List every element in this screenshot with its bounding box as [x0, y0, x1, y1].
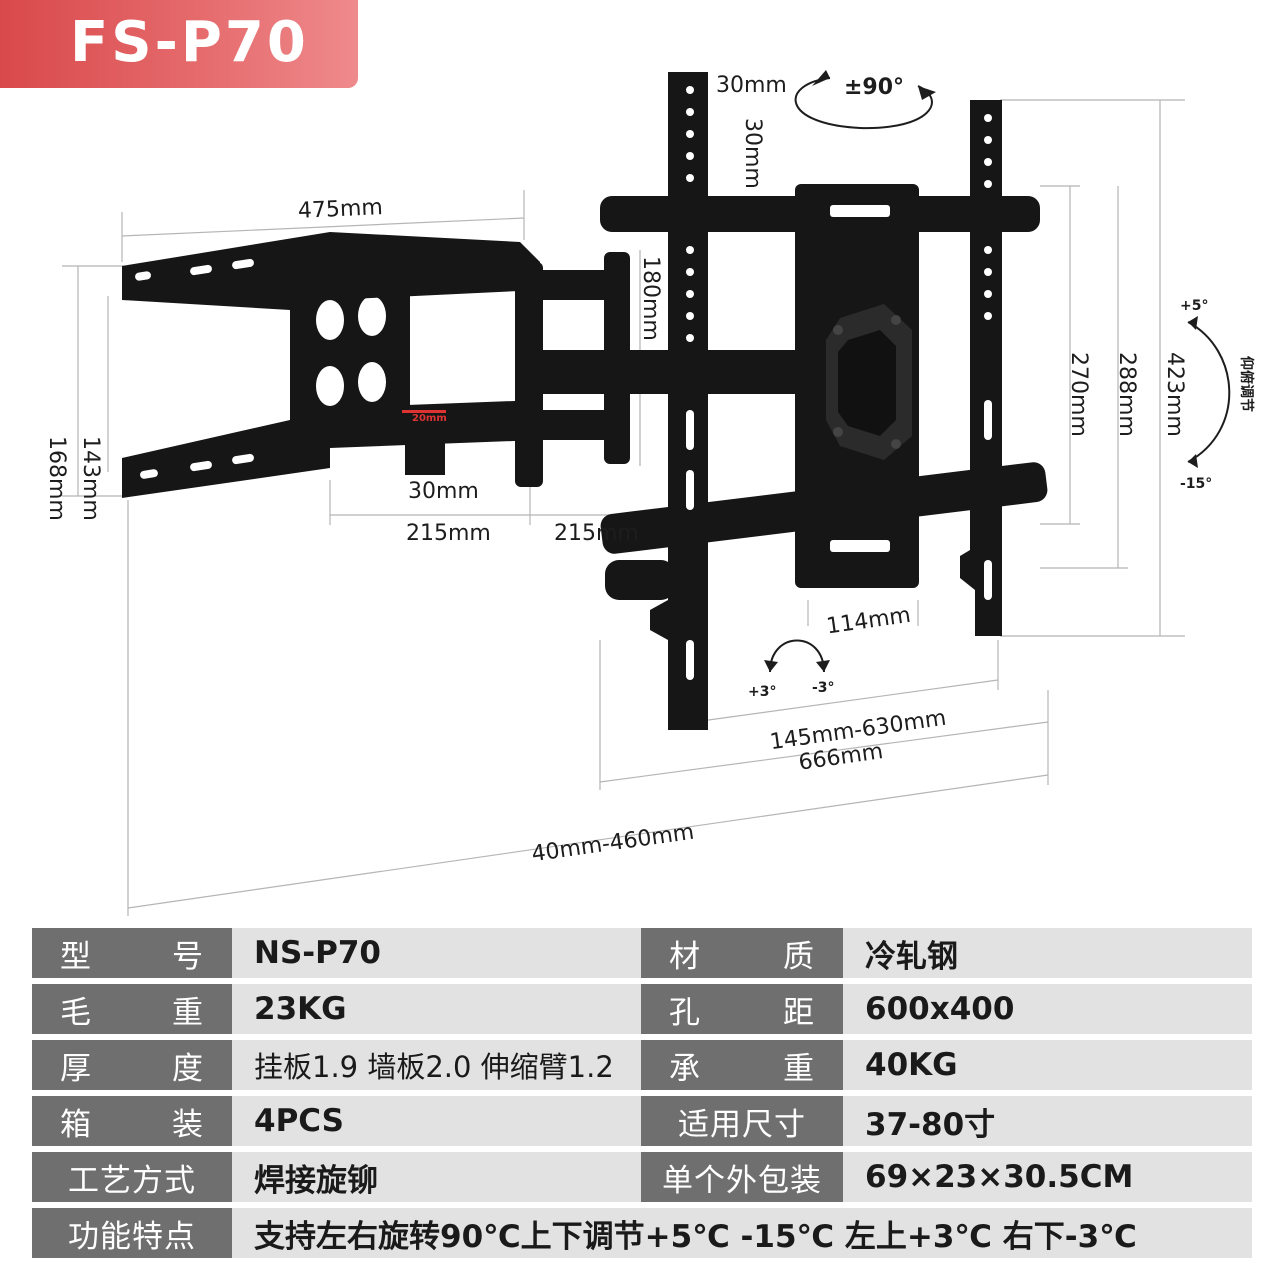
top-offset-label: 30mm: [716, 73, 787, 98]
spec-row: 工艺方式 焊接旋铆 单个外包装 69×23×30.5CM: [32, 1152, 1252, 1202]
bracket-holes: [686, 86, 992, 680]
swivel-right-label: -3°: [812, 680, 835, 696]
spec-label: 型号: [32, 928, 232, 978]
spec-label: 箱装: [32, 1096, 232, 1146]
feature-label: 功能特点: [32, 1208, 232, 1258]
arm-segment-2-label: 215mm: [554, 521, 639, 546]
model-title: FS-P70: [70, 10, 309, 75]
center-width-label: 114mm: [825, 603, 913, 640]
spec-value: 4PCS: [232, 1096, 641, 1146]
tilt-arrow: [1187, 316, 1231, 468]
tilt-down-label: -15°: [1180, 476, 1212, 492]
spec-label: 材质: [641, 928, 843, 978]
arm-segment-1-label: 215mm: [406, 521, 491, 546]
spec-table: 型号 NS-P70 材质 冷轧钢 毛重 23KG 孔距 600x400 厚度 挂…: [32, 928, 1252, 1264]
model-badge: FS-P70: [0, 0, 358, 88]
spec-value: NS-P70: [232, 928, 641, 978]
vesa-inner-height-label: 270mm: [1066, 352, 1091, 437]
spec-label: 毛重: [32, 984, 232, 1034]
arm-height-label: 180mm: [638, 256, 663, 341]
extension-label: 40mm-460mm: [530, 820, 696, 868]
spec-row: 毛重 23KG 孔距 600x400: [32, 984, 1252, 1034]
arm-small-label: 20mm: [412, 413, 447, 424]
arm-gap-label: 30mm: [408, 479, 479, 504]
rotation-arrow: [794, 70, 936, 130]
tilt-up-label: +5°: [1180, 298, 1208, 314]
articulating-arms: [330, 232, 810, 487]
spec-label: 工艺方式: [32, 1152, 232, 1202]
arm-length-label: 475mm: [297, 195, 383, 224]
rotation-label: ±90°: [844, 75, 904, 100]
wall-plate-inner-height-label: 143mm: [78, 436, 103, 521]
tilt-adjust-label: 仰俯调节: [1238, 356, 1255, 412]
feature-value: 支持左右旋转90℃上下调节+5℃ -15℃ 左上+3℃ 右下-3℃: [232, 1208, 1252, 1258]
spec-row: 型号 NS-P70 材质 冷轧钢: [32, 928, 1252, 978]
tv-bracket: [600, 72, 1048, 730]
spec-label: 承重: [641, 1040, 843, 1090]
spec-row: 箱装 4PCS 适用尺寸 37-80寸: [32, 1096, 1252, 1146]
spec-value: 焊接旋铆: [232, 1152, 641, 1202]
spec-value: 冷轧钢: [843, 928, 1252, 978]
swivel-arrow: [764, 639, 830, 673]
spec-value: 23KG: [232, 984, 641, 1034]
spec-value: 69×23×30.5CM: [843, 1152, 1252, 1202]
spec-label: 适用尺寸: [641, 1096, 843, 1146]
spec-row: 厚度 挂板1.9 墙板2.0 伸缩臂1.2 承重 40KG: [32, 1040, 1252, 1090]
spec-value: 37-80寸: [843, 1096, 1252, 1146]
spec-value: 挂板1.9 墙板2.0 伸缩臂1.2: [232, 1040, 641, 1090]
mount-diagram: 475mm 168mm 143mm 30mm 20mm 215mm 215mm …: [44, 70, 1255, 916]
total-height-label: 423mm: [1162, 352, 1187, 437]
spec-value: 40KG: [843, 1040, 1252, 1090]
spec-label: 厚度: [32, 1040, 232, 1090]
swivel-left-label: +3°: [748, 684, 776, 700]
top-offset-vertical-label: 30mm: [740, 118, 765, 189]
vesa-height-label: 288mm: [1114, 352, 1139, 437]
spec-value: 600x400: [843, 984, 1252, 1034]
spec-row-feature: 功能特点 支持左右旋转90℃上下调节+5℃ -15℃ 左上+3℃ 右下-3℃: [32, 1208, 1252, 1258]
spec-label: 孔距: [641, 984, 843, 1034]
wall-plate-height-label: 168mm: [44, 436, 69, 521]
spec-label: 单个外包装: [641, 1152, 843, 1202]
